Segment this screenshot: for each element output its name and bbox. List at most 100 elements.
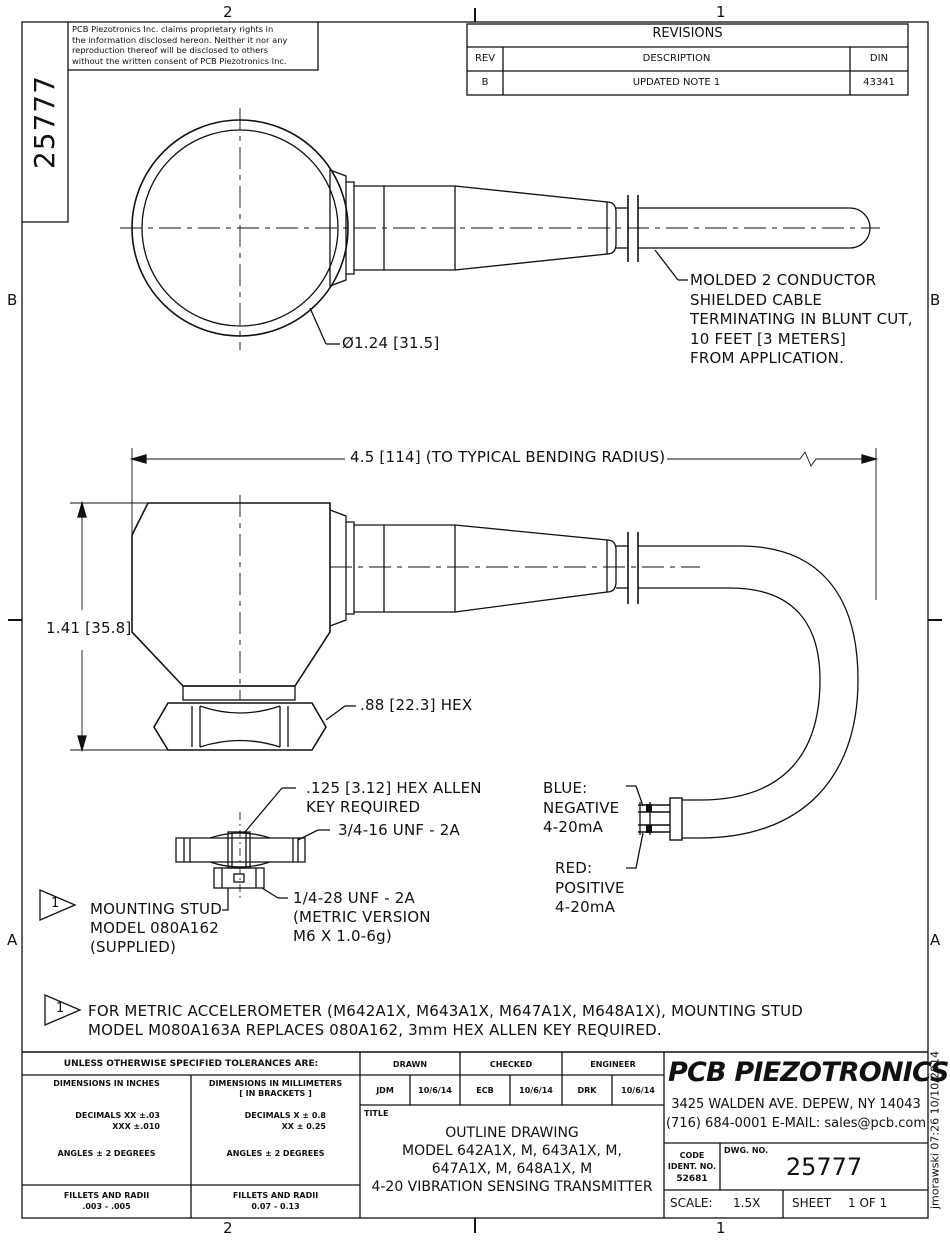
title-line: MODEL 642A1X, M, 643A1X, M, bbox=[402, 1143, 622, 1159]
proprietary-line: without the written consent of PCB Piezo… bbox=[72, 55, 287, 66]
callout-line: (SUPPLIED) bbox=[90, 938, 177, 956]
revisions-table bbox=[466, 23, 909, 96]
general-note: FOR METRIC ACCELEROMETER (M642A1X, M643A… bbox=[88, 1002, 803, 1040]
engineer-date: 10/6/14 bbox=[621, 1086, 655, 1095]
mm-header: DIMENSIONS IN MILLIMETERS [ IN BRACKETS … bbox=[191, 1079, 360, 1099]
callout-line: MOUNTING STUD bbox=[90, 900, 222, 918]
height-dimension: 1.41 [35.8] bbox=[46, 619, 132, 638]
engineer-by: DRK bbox=[577, 1086, 597, 1095]
title-header: TITLE bbox=[364, 1109, 389, 1118]
drawing-title: OUTLINE DRAWING MODEL 642A1X, M, 643A1X,… bbox=[360, 1124, 664, 1196]
callout-line: MODEL 080A162 bbox=[90, 919, 220, 937]
scale-value: 1.5X bbox=[733, 1196, 761, 1210]
revisions-title: REVISIONS bbox=[652, 26, 723, 41]
drawn-header: DRAWN bbox=[392, 1060, 428, 1069]
title-line: 647A1X, M, 648A1X, M bbox=[431, 1161, 593, 1177]
company-logo: PCB PIEZOTRONICS bbox=[668, 1057, 950, 1088]
note-line: FOR METRIC ACCELEROMETER (M642A1X, M643A… bbox=[88, 1002, 804, 1020]
callout-line: RED: bbox=[555, 859, 593, 877]
callout-line: MOLDED 2 CONDUCTOR bbox=[690, 271, 877, 289]
small-thread-callout: 1/4-28 UNF - 2A (METRIC VERSION M6 X 1.0… bbox=[293, 889, 431, 946]
stud-detail bbox=[175, 787, 330, 911]
plot-stamp: jmorawski 07:26 10/10/2014 bbox=[928, 1050, 942, 1210]
mounting-stud-callout: MOUNTING STUD MODEL 080A162 (SUPPLIED) bbox=[90, 900, 222, 957]
zone-marker-right: B bbox=[930, 291, 941, 309]
sheet-value: 1 OF 1 bbox=[848, 1196, 888, 1210]
mm-fillets: FILLETS AND RADII 0.07 - 0.13 bbox=[191, 1190, 360, 1212]
description-header: DESCRIPTION bbox=[642, 53, 711, 64]
revision-description: UPDATED NOTE 1 bbox=[632, 77, 721, 88]
zone-marker-bottom: 1 bbox=[716, 1219, 726, 1237]
cable-callout: MOLDED 2 CONDUCTOR SHIELDED CABLE TERMIN… bbox=[690, 271, 913, 369]
blue-wire-callout: BLUE: NEGATIVE 4-20mA bbox=[543, 779, 619, 838]
callout-line: .125 [3.12] HEX ALLEN bbox=[306, 779, 482, 797]
rev-value: B bbox=[481, 77, 489, 88]
fillet-line: 0.07 - 0.13 bbox=[251, 1202, 300, 1211]
drawn-date: 10/6/14 bbox=[418, 1086, 452, 1095]
code-header-line: IDENT. NO. bbox=[667, 1162, 717, 1171]
allen-key-callout: .125 [3.12] HEX ALLEN KEY REQUIRED bbox=[306, 779, 482, 817]
rev-header: REV bbox=[474, 53, 496, 64]
code-ident-header: CODE IDENT. NO. bbox=[664, 1150, 720, 1172]
diameter-dimension: Ø1.24 [31.5] bbox=[342, 334, 440, 352]
large-thread-callout: 3/4-16 UNF - 2A bbox=[338, 821, 460, 839]
zone-marker-top: 1 bbox=[716, 3, 726, 21]
company-contact: (716) 684-0001 E-MAIL: sales@pcb.com bbox=[665, 1116, 927, 1131]
zone-marker-top: 2 bbox=[223, 3, 233, 21]
hex-dimension: .88 [22.3] HEX bbox=[360, 696, 473, 714]
note-flag-triangle bbox=[39, 889, 77, 921]
inch-fillets: FILLETS AND RADII .003 - .005 bbox=[22, 1190, 191, 1212]
mm-header-line: DIMENSIONS IN MILLIMETERS bbox=[208, 1079, 343, 1088]
callout-line: POSITIVE bbox=[555, 878, 625, 897]
engineer-header: ENGINEER bbox=[590, 1060, 636, 1069]
callout-line: FROM APPLICATION. bbox=[690, 349, 845, 367]
callout-line: M6 X 1.0-6g) bbox=[293, 927, 392, 945]
callout-line: TERMINATING IN BLUNT CUT, bbox=[690, 310, 913, 328]
dwg-number: 25777 bbox=[785, 1153, 863, 1181]
callout-line: SHIELDED CABLE bbox=[690, 290, 823, 309]
inch-angles: ANGLES ± 2 DEGREES bbox=[57, 1149, 156, 1158]
drawn-by: JDM bbox=[376, 1086, 394, 1095]
fillet-line: FILLETS AND RADII bbox=[232, 1191, 319, 1200]
proprietary-line: PCB Piezotronics Inc. claims proprietary… bbox=[72, 24, 274, 34]
tolerance-line: XXX ±.010 bbox=[112, 1122, 160, 1131]
scale-label: SCALE: bbox=[670, 1196, 713, 1210]
code-ident-value: 52681 bbox=[676, 1174, 708, 1184]
tolerance-title: UNLESS OTHERWISE SPECIFIED TOLERANCES AR… bbox=[63, 1059, 319, 1069]
callout-line: 1/4-28 UNF - 2A bbox=[293, 889, 415, 907]
code-header-line: CODE bbox=[679, 1151, 705, 1160]
din-header: DIN bbox=[869, 53, 889, 64]
proprietary-line: reproduction thereof will be disclosed t… bbox=[72, 45, 269, 55]
fillet-line: FILLETS AND RADII bbox=[63, 1191, 150, 1200]
proprietary-line: the information disclosed hereon. Neithe… bbox=[72, 34, 288, 45]
note-flag-number: 1 bbox=[51, 896, 60, 911]
mm-header-line: [ IN BRACKETS ] bbox=[239, 1089, 312, 1098]
title-block bbox=[22, 1051, 928, 1218]
checked-by: ECB bbox=[476, 1086, 494, 1095]
din-value: 43341 bbox=[863, 77, 895, 88]
dwg-number-header: DWG. NO. bbox=[724, 1146, 769, 1155]
callout-line: BLUE: bbox=[543, 779, 588, 797]
zone-marker-right: A bbox=[930, 931, 941, 949]
callout-line: KEY REQUIRED bbox=[306, 798, 421, 816]
sheet-label: SHEET bbox=[792, 1196, 832, 1210]
mm-angles: ANGLES ± 2 DEGREES bbox=[226, 1149, 325, 1158]
zone-marker-bottom: 2 bbox=[223, 1219, 233, 1237]
inch-header: DIMENSIONS IN INCHES bbox=[53, 1079, 160, 1088]
zone-marker-left: A bbox=[7, 931, 18, 949]
zone-marker-left: B bbox=[7, 291, 18, 309]
inch-decimals: DECIMALS XX ±.03 XXX ±.010 bbox=[54, 1110, 160, 1132]
fillet-line: .003 - .005 bbox=[82, 1202, 131, 1211]
proprietary-notice: PCB Piezotronics Inc. claims proprietary… bbox=[72, 24, 287, 66]
checked-date: 10/6/14 bbox=[519, 1086, 553, 1095]
callout-line: NEGATIVE bbox=[543, 798, 620, 817]
callout-line: (METRIC VERSION bbox=[293, 908, 431, 926]
red-wire-callout: RED: POSITIVE 4-20mA bbox=[555, 859, 625, 918]
tolerance-line: XX ± 0.25 bbox=[281, 1122, 326, 1131]
callout-line: 4-20mA bbox=[555, 898, 616, 916]
top-view bbox=[120, 108, 880, 350]
tolerance-line: DECIMALS X ± 0.8 bbox=[244, 1111, 326, 1120]
note-flag-triangle bbox=[44, 994, 82, 1026]
checked-header: CHECKED bbox=[489, 1060, 533, 1069]
